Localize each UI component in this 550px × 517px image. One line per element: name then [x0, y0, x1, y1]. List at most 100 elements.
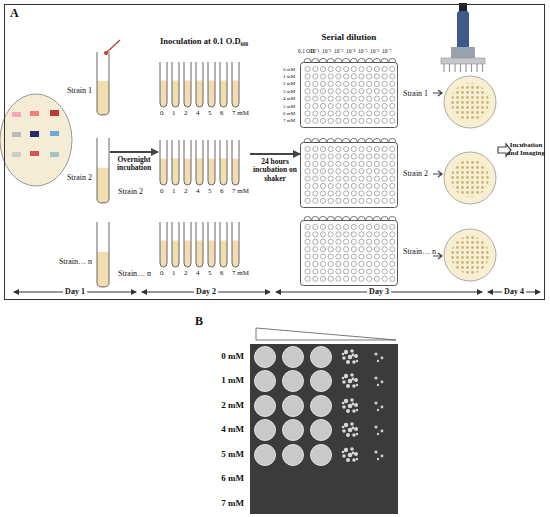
tip-arc — [335, 138, 342, 142]
dilution-label: 10⁻⁶ — [370, 48, 379, 54]
well — [320, 247, 325, 252]
well — [313, 89, 318, 94]
well — [328, 198, 333, 203]
well — [390, 169, 395, 174]
process-arrow — [250, 153, 300, 155]
well — [390, 66, 395, 71]
well — [320, 276, 325, 281]
well-plate: Strain 2 — [300, 142, 398, 208]
tip-arc — [350, 58, 357, 62]
well — [351, 118, 356, 123]
well — [367, 276, 372, 281]
well — [359, 154, 364, 159]
well — [367, 239, 372, 244]
dilution-label: 10⁻³ — [334, 48, 343, 54]
concentration-label: 4 — [196, 188, 200, 196]
tip-arc — [327, 138, 334, 142]
spot-assay-photo — [342, 398, 359, 413]
well — [359, 66, 364, 71]
multichannel-pipette — [476, 64, 477, 72]
panel-letter: A — [10, 7, 19, 20]
strain-label: Strain 1 — [403, 90, 428, 99]
tip-arc — [343, 138, 350, 142]
spot-assay-photo — [255, 371, 276, 392]
well — [320, 146, 325, 151]
well — [313, 191, 318, 196]
well — [351, 191, 356, 196]
well — [328, 239, 333, 244]
well — [382, 276, 387, 281]
well — [313, 154, 318, 159]
well — [336, 66, 341, 71]
concentration-label: 1 — [172, 188, 176, 196]
well — [382, 154, 387, 159]
tip-arc — [304, 138, 311, 142]
well — [336, 247, 341, 252]
well — [336, 154, 341, 159]
well — [328, 191, 333, 196]
well — [374, 74, 379, 79]
well — [313, 261, 318, 266]
well — [351, 176, 356, 181]
spot-assay-photo — [342, 447, 359, 462]
well — [374, 96, 379, 101]
well — [382, 66, 387, 71]
multichannel-pipette — [443, 64, 444, 72]
well — [328, 154, 333, 159]
well — [351, 232, 356, 237]
well — [328, 96, 333, 101]
well — [320, 96, 325, 101]
concentration-label: 2 mM — [221, 401, 244, 411]
well — [374, 161, 379, 166]
concentration-label: 2 mM — [283, 81, 295, 87]
well — [344, 66, 349, 71]
well — [359, 254, 364, 259]
well — [390, 161, 395, 166]
well — [382, 239, 387, 244]
well — [382, 111, 387, 116]
well — [328, 89, 333, 94]
process-arrow — [110, 151, 158, 153]
tip-arc — [381, 58, 388, 62]
well — [359, 74, 364, 79]
culture-medium — [160, 158, 167, 185]
multichannel-pipette — [451, 47, 475, 59]
well — [382, 169, 387, 174]
well — [336, 198, 341, 203]
culture-medium — [208, 158, 215, 185]
well — [390, 183, 395, 188]
spot-assay-photo — [255, 347, 276, 368]
well — [344, 232, 349, 237]
dilution-wedge — [256, 328, 396, 340]
well — [359, 96, 364, 101]
well — [382, 183, 387, 188]
well — [390, 191, 395, 196]
well — [374, 198, 379, 203]
well — [305, 154, 310, 159]
spot-assay-photo — [283, 396, 304, 417]
well — [367, 154, 372, 159]
well — [351, 89, 356, 94]
tip-arc — [358, 58, 365, 62]
well — [359, 146, 364, 151]
well — [313, 224, 318, 229]
culture-medium — [160, 80, 167, 107]
well — [367, 81, 372, 86]
well — [305, 111, 310, 116]
well — [390, 103, 395, 108]
concentration-label: 0 mM — [221, 352, 244, 362]
well — [344, 89, 349, 94]
well — [367, 191, 372, 196]
tip-arc — [373, 138, 380, 142]
well — [336, 191, 341, 196]
transfer-arrow — [433, 90, 442, 96]
well — [336, 254, 341, 259]
culture-tube — [196, 62, 203, 107]
well — [344, 247, 349, 252]
culture-tube — [208, 222, 215, 267]
well — [359, 118, 364, 123]
spot-assay-photo — [311, 445, 332, 466]
well — [305, 81, 310, 86]
well — [374, 276, 379, 281]
well — [367, 74, 372, 79]
